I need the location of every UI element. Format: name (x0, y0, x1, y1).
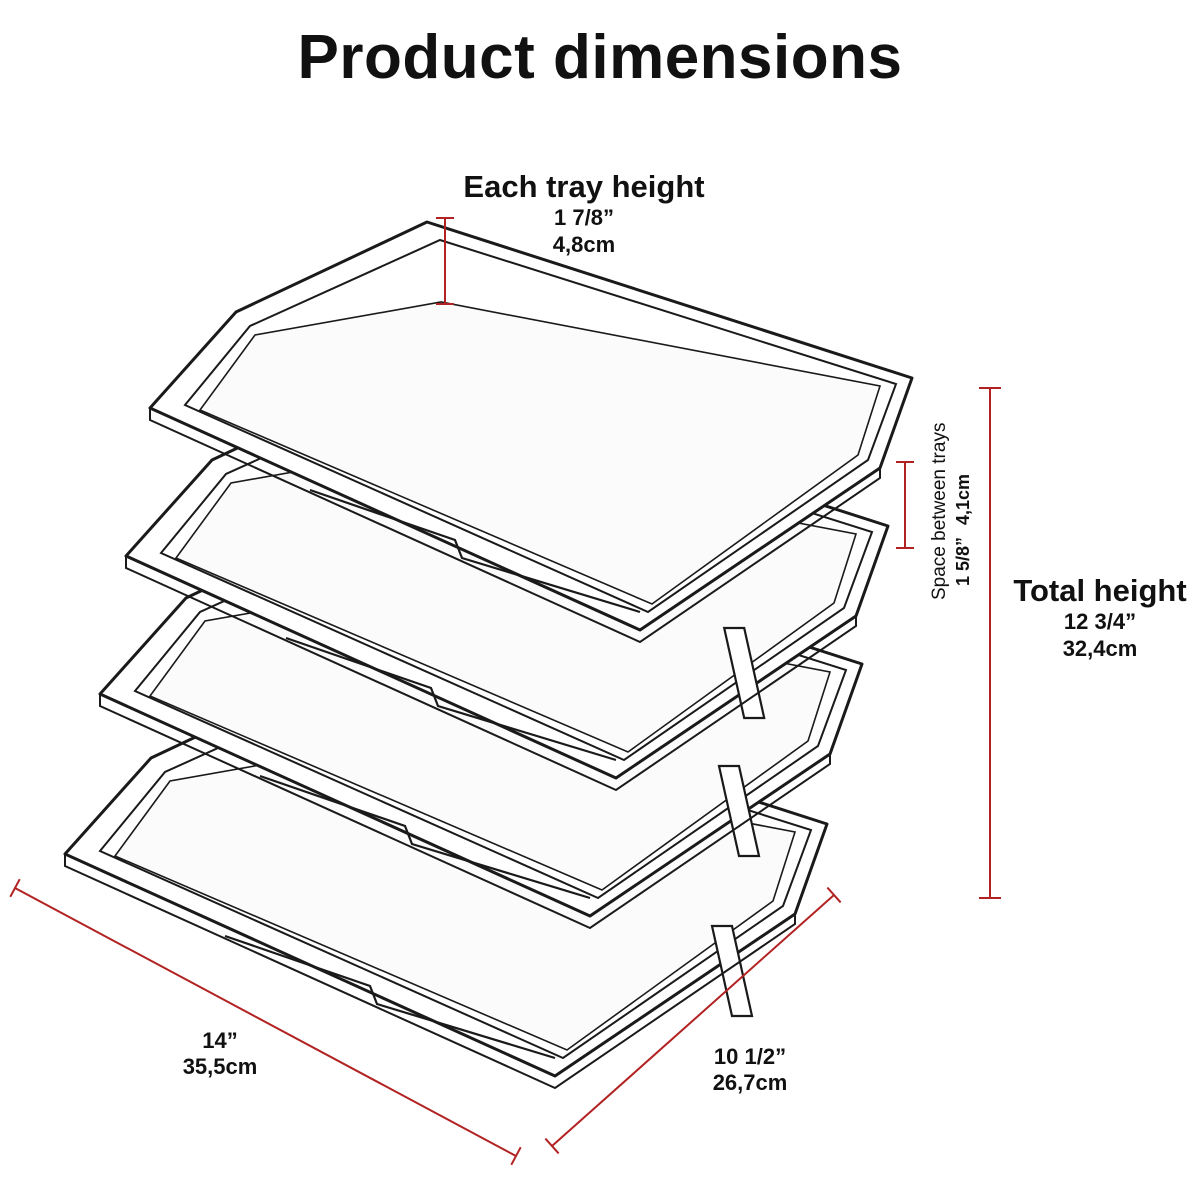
total-height-label: Total height 12 3/4” 32,4cm (995, 572, 1200, 662)
tray-side-strap (710, 924, 754, 1018)
tray-height-metric: 4,8cm (552, 231, 616, 257)
tray-front-notch (309, 488, 641, 614)
tray-height-label: Each tray height 1 7/8” 4,8cm (384, 168, 784, 258)
tray-floor (198, 301, 882, 605)
depth-dimension (544, 886, 842, 1155)
dimension-lines (9, 217, 1001, 1166)
width-dimension-line (14, 887, 517, 1157)
total-height-title: Total height (1013, 573, 1187, 608)
depth-imperial: 10 1/2” (713, 1044, 787, 1069)
tray-1 (148, 220, 914, 644)
space-between-metric: 4,1cm (952, 473, 973, 525)
depth-label: 10 1/2” 26,7cm (650, 1044, 850, 1097)
tray-side-strap (717, 764, 761, 858)
space-between-imperial: 1 5/8” (952, 537, 973, 587)
depth-dimension-cap-start (544, 1137, 560, 1155)
tray-underside-edge (149, 408, 881, 644)
tray-underside-edge (64, 854, 796, 1090)
tray-front-notch (285, 636, 617, 762)
total-height-imperial: 12 3/4” (1063, 609, 1137, 635)
space-between-values: 1 5/8” 4,1cm (952, 460, 975, 600)
tray-underside-edge (125, 556, 857, 792)
tray-height-dimension (436, 217, 454, 305)
tray-height-title: Each tray height (463, 169, 705, 204)
width-metric: 35,5cm (182, 1054, 258, 1080)
tray-stack (63, 220, 914, 1090)
width-dimension-cap-start (9, 878, 21, 898)
depth-dimension-cap-end (826, 886, 842, 904)
page-title: Product dimensions (297, 23, 903, 92)
tray-front-notch (224, 934, 556, 1060)
width-label: 14” 35,5cm (130, 1028, 310, 1081)
tray-front-notch (259, 774, 591, 900)
width-dimension-cap-end (510, 1146, 522, 1166)
tray-underside-edge (99, 694, 831, 930)
total-height-dimension (979, 387, 1001, 899)
space-between-dimension (896, 461, 914, 549)
tray-height-imperial: 1 7/8” (554, 205, 614, 231)
total-height-metric: 32,4cm (1062, 635, 1138, 661)
space-between-title: Space between trays (929, 422, 950, 600)
width-dimension (9, 878, 522, 1166)
depth-dimension-line (551, 894, 835, 1147)
width-imperial: 14” (202, 1028, 238, 1053)
depth-metric: 26,7cm (712, 1070, 788, 1096)
space-between-trays-label: Space between trays 1 5/8” 4,1cm (928, 422, 988, 600)
